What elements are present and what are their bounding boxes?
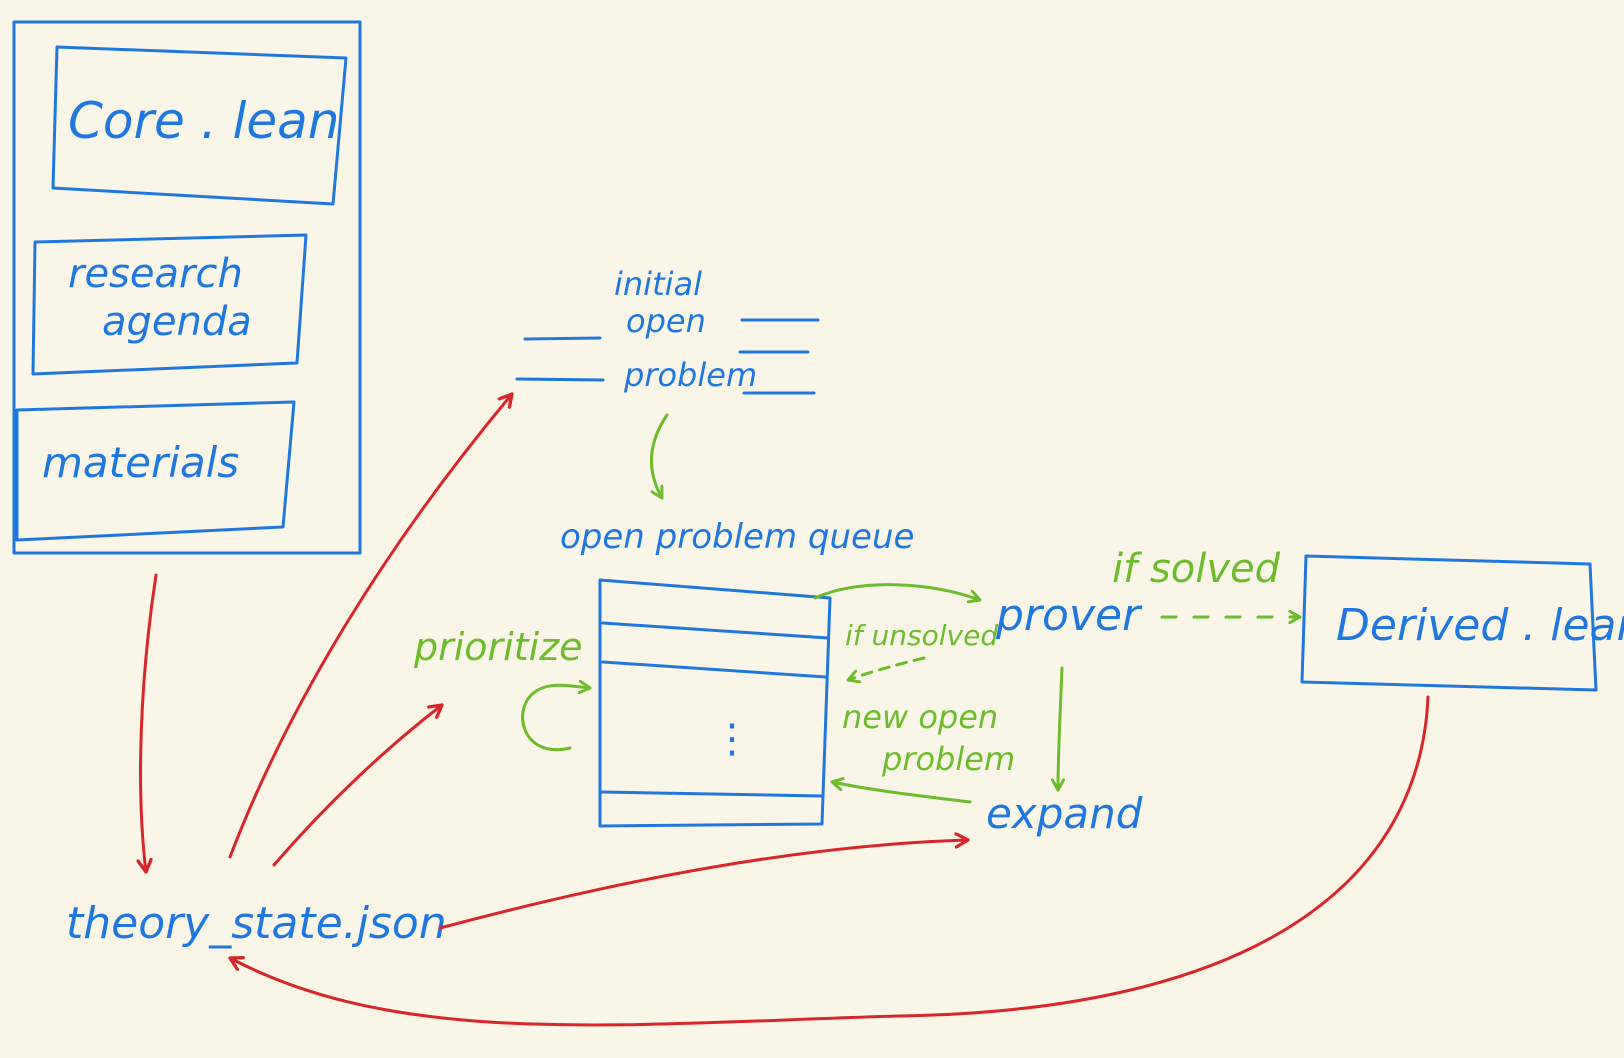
initial-to-queue-arrow (650, 413, 669, 500)
queue-group: open problem queue ⋮ (560, 517, 914, 828)
inputs-container (12, 20, 362, 555)
new-open-problem-line1: new open (842, 698, 998, 736)
theory-state-label: theory_state.json (66, 898, 447, 949)
expand-label: expand (986, 789, 1143, 838)
research-agenda-label-line2: agenda (102, 299, 252, 345)
core-lean-box (51, 45, 348, 206)
materials-label: materials (42, 438, 239, 487)
initial-problem-line2: open (626, 302, 706, 340)
inputs-group: Core . lean research agenda materials (12, 20, 362, 555)
expand-to-queue-arrow (830, 782, 972, 804)
theory-state-to-expand-arrow (438, 840, 968, 930)
derived-lean-label: Derived . lean (1336, 600, 1624, 651)
queue-ellipsis: ⋮ (712, 716, 752, 762)
queue-title: open problem queue (560, 517, 914, 557)
initial-problem-stroke (523, 336, 602, 341)
queue-to-prover-arrow (813, 583, 982, 600)
queue-slot-divider (601, 660, 828, 679)
if-unsolved-label: if unsolved (845, 619, 998, 652)
prover-label: prover (995, 590, 1143, 641)
research-agenda-box (31, 233, 308, 376)
derived-to-theory-state-arrow (230, 695, 1430, 1027)
if-solved-label: if solved (1112, 546, 1281, 592)
derived-lean-box (1300, 554, 1598, 692)
prover-unsolved-back-arrow (846, 656, 926, 680)
prover-to-expand-arrow (1058, 666, 1062, 792)
initial-problem-group: initial open problem (515, 265, 820, 395)
core-lean-label: Core . lean (68, 92, 339, 150)
theory-state-to-prioritize-arrow (272, 705, 442, 867)
initial-problem-line1: initial (614, 265, 702, 303)
new-open-problem-line2: problem (881, 740, 1015, 778)
prioritize-label: prioritize (413, 625, 583, 669)
initial-problem-line3: problem (623, 356, 757, 394)
prioritize-loop-arrow (521, 685, 592, 752)
queue-box (598, 578, 832, 828)
theory-state-to-initial-problem-arrow (228, 394, 512, 859)
initial-problem-stroke (515, 377, 605, 382)
materials-box (15, 400, 296, 542)
queue-slot-divider (601, 621, 830, 640)
research-agenda-label-line1: research (68, 251, 243, 297)
inputs-to-theory-state-arrow (141, 573, 158, 872)
queue-slot-divider (600, 790, 824, 798)
